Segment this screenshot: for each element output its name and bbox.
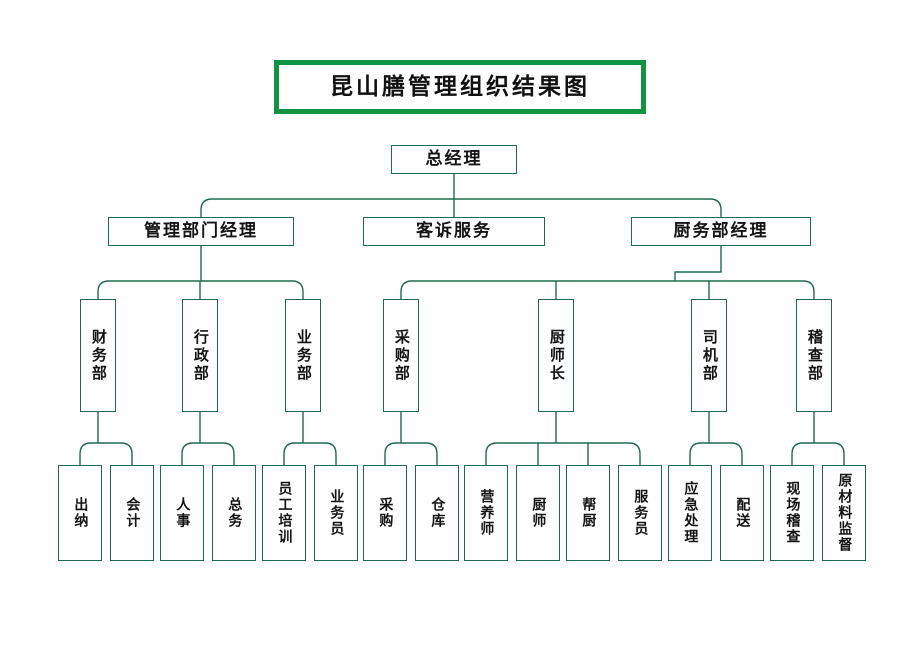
node-chef[interactable]: 厨师长	[538, 299, 574, 412]
node-complaint[interactable]: 客诉服务	[363, 217, 545, 246]
node-accounting[interactable]: 会计	[110, 465, 154, 561]
node-cashier[interactable]: 出纳	[58, 465, 102, 561]
node-training[interactable]: 员工培训	[262, 465, 306, 561]
node-label: 现场稽查	[784, 481, 801, 545]
node-gm[interactable]: 总经理	[391, 145, 517, 174]
node-kitchen[interactable]: 厨务部经理	[631, 217, 811, 246]
node-waiter[interactable]: 服务员	[618, 465, 662, 561]
node-label: 会计	[124, 497, 141, 529]
node-label: 员工培训	[276, 481, 293, 545]
node-label: 人事	[174, 497, 191, 529]
node-label: 行政部	[191, 328, 210, 383]
node-salesman[interactable]: 业务员	[314, 465, 358, 561]
node-label: 司机部	[700, 328, 719, 383]
node-label: 营养师	[478, 489, 495, 537]
node-label: 原材料监督	[836, 473, 853, 553]
node-assistant[interactable]: 帮厨	[566, 465, 610, 561]
node-mgmt[interactable]: 管理部门经理	[108, 217, 294, 246]
node-label: 仓库	[429, 497, 446, 529]
node-emergency[interactable]: 应急处理	[668, 465, 712, 561]
edge-finance-bus	[79, 442, 133, 455]
page-title: 昆山膳管理组织结果图	[330, 73, 590, 100]
node-general[interactable]: 总务	[212, 465, 256, 561]
node-label: 总经理	[425, 148, 483, 169]
edge-kitchen-stem	[674, 246, 722, 281]
node-label: 稽查部	[805, 328, 824, 383]
edge-business-bus	[283, 442, 337, 455]
node-label: 采购	[377, 497, 394, 529]
node-label: 总务	[226, 497, 243, 529]
node-label: 服务员	[632, 489, 649, 537]
node-admin[interactable]: 行政部	[182, 299, 218, 412]
edge-driver-bus	[689, 442, 743, 455]
node-label: 财务部	[89, 328, 108, 383]
node-label: 客诉服务	[416, 220, 492, 241]
node-cook[interactable]: 厨师	[516, 465, 560, 561]
node-delivery[interactable]: 配送	[720, 465, 764, 561]
node-label: 采购部	[392, 328, 411, 383]
edge-inspect-bus	[791, 442, 845, 455]
node-label: 厨师长	[547, 328, 566, 383]
edge-admin-bus	[181, 442, 235, 455]
node-business[interactable]: 业务部	[285, 299, 321, 412]
node-label: 业务员	[328, 489, 345, 537]
node-label: 业务部	[294, 328, 313, 383]
node-label: 应急处理	[682, 481, 699, 545]
node-driver[interactable]: 司机部	[691, 299, 727, 412]
node-material[interactable]: 原材料监督	[822, 465, 866, 561]
node-hr[interactable]: 人事	[160, 465, 204, 561]
node-label: 厨务部经理	[673, 220, 769, 241]
node-label: 帮厨	[580, 497, 597, 529]
edge-purchase-bus	[384, 442, 438, 455]
node-label: 出纳	[72, 497, 89, 529]
node-label: 管理部门经理	[144, 220, 258, 241]
node-inspect[interactable]: 稽查部	[796, 299, 832, 412]
edge-gm-bus	[200, 198, 722, 211]
node-label: 配送	[734, 497, 751, 529]
node-label: 厨师	[530, 497, 547, 529]
node-onsite[interactable]: 现场稽查	[770, 465, 814, 561]
node-finance[interactable]: 财务部	[80, 299, 116, 412]
node-warehouse[interactable]: 仓库	[415, 465, 459, 561]
node-purchase[interactable]: 采购部	[383, 299, 419, 412]
node-buying[interactable]: 采购	[363, 465, 407, 561]
edge-kitchen-bus	[400, 280, 815, 293]
chart-title-banner: 昆山膳管理组织结果图	[274, 60, 646, 114]
node-nutrition[interactable]: 营养师	[464, 465, 508, 561]
edge-chef-bus	[485, 442, 641, 455]
